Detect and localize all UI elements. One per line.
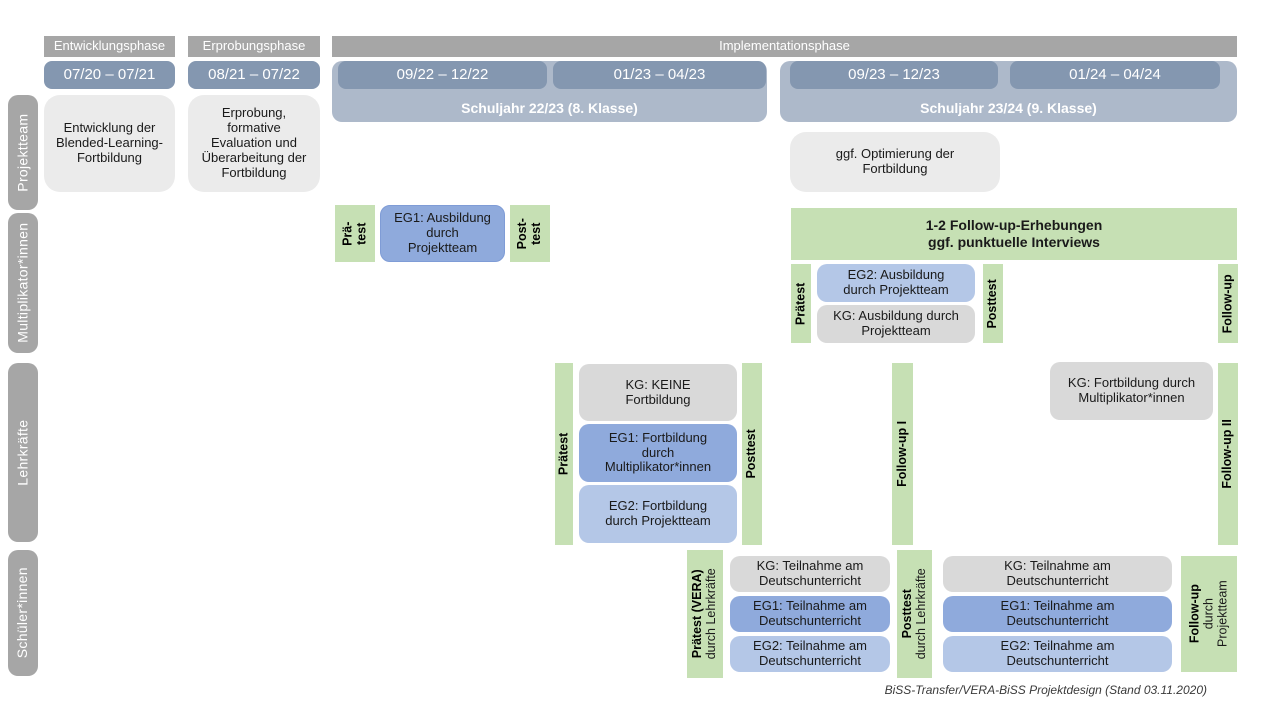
box-line: 1-2 Follow-up-Erhebungen <box>925 216 1103 233</box>
schueler-kg-box-1: KG: Teilnahme am Deutschunterricht <box>730 556 890 592</box>
sidebar-row-multiplikatoren: Multiplikator*innen <box>8 213 38 353</box>
schueler-posttest-strip: Posttest durch Lehrkräfte <box>897 550 932 678</box>
box-text: ggf. Optimierung der Fortbildung <box>835 146 955 176</box>
box-text: KG: KEINE Fortbildung <box>625 376 691 407</box>
box-text: EG2: Teilnahme am Deutschunterricht <box>753 638 867 668</box>
period-0123-0423: 01/23 – 04/23 <box>553 61 766 89</box>
schueler-eg1-box-1: EG1: Teilnahme am Deutschunterricht <box>730 596 890 632</box>
multiplikatoren-eg1-box: EG1: Ausbildung durch Projektteam <box>380 205 505 262</box>
sidebar-row-projektteam: Projektteam <box>8 95 38 210</box>
box-text: EG1: Ausbildung durch Projektteam <box>394 210 491 255</box>
period-label: 09/23 – 12/23 <box>848 66 940 84</box>
phase-label: Erprobungsphase <box>202 38 306 54</box>
period-0922-1222: 09/22 – 12/22 <box>338 61 547 89</box>
phase-label: Entwicklungsphase <box>53 38 166 54</box>
period-label: 08/21 – 07/22 <box>208 66 300 84</box>
multiplikatoren-kg-box: KG: Ausbildung durch Projektteam <box>817 305 975 343</box>
box-text: EG2: Fortbildung durch Projektteam <box>605 498 711 528</box>
strip-text: Post- test <box>515 218 544 249</box>
schueler-eg2-box-2: EG2: Teilnahme am Deutschunterricht <box>943 636 1172 672</box>
multiplikatoren-followup-strip: Follow-up <box>1218 264 1238 343</box>
strip-text: Follow-up II <box>1220 419 1235 489</box>
phase-bar-entwicklung: Entwicklungsphase <box>44 36 175 57</box>
diagram-caption: BiSS-Transfer/VERA-BiSS Projektdesign (S… <box>884 683 1207 697</box>
box-text: KG: Teilnahme am Deutschunterricht <box>1004 558 1111 588</box>
strip-text: Posttest durch Lehrkräfte <box>899 568 929 660</box>
lehrkraefte-eg1-box: EG1: Fortbildung durch Multiplikator*inn… <box>579 424 737 482</box>
sidebar-row-lehrkraefte: Lehrkräfte <box>8 363 38 542</box>
lehrkraefte-eg2-box: EG2: Fortbildung durch Projektteam <box>579 485 737 543</box>
strip-text: Prätest <box>556 432 571 476</box>
strip-text: Follow-up I <box>894 421 909 487</box>
strip-text: Posttest <box>744 429 759 479</box>
multiplikatoren-eg2-box: EG2: Ausbildung durch Projektteam <box>817 264 975 302</box>
schueler-eg1-box-2: EG1: Teilnahme am Deutschunterricht <box>943 596 1172 632</box>
box-text: KG: Fortbildung durch Multiplikator*inne… <box>1067 375 1196 405</box>
box-text: EG2: Ausbildung durch Projektteam <box>843 267 949 297</box>
period-0124-0424: 01/24 – 04/24 <box>1010 61 1220 89</box>
box-text: KG: Ausbildung durch Projektteam <box>833 308 959 338</box>
strip-text: Posttest <box>985 278 1000 329</box>
projektteam-trial-box: Erprobung, formative Evaluation und Über… <box>188 95 320 192</box>
box-text: EG2: Teilnahme am Deutschunterricht <box>1000 638 1115 668</box>
box-line: ggf. punktuelle Interviews <box>928 234 1100 250</box>
period-0720-0721: 07/20 – 07/21 <box>44 61 175 89</box>
box-text: KG: Teilnahme am Deutschunterricht <box>756 558 864 588</box>
multiplikatoren-praetest2-strip: Prätest <box>791 264 811 343</box>
schoolyear-label: Schuljahr 22/23 (8. Klasse) <box>461 100 638 116</box>
schueler-praetest-strip: Prätest (VERA) durch Lehrkräfte <box>687 550 723 678</box>
box-text: 1-2 Follow-up-Erhebungen ggf. punktuelle… <box>926 217 1103 252</box>
strip-line: Posttest <box>899 589 914 639</box>
period-label: 07/20 – 07/21 <box>63 66 156 84</box>
strip-text: Prätest (VERA) durch Lehrkräfte <box>690 568 719 660</box>
period-0821-0722: 08/21 – 07/22 <box>188 61 320 89</box>
period-label: 01/23 – 04/23 <box>613 66 706 84</box>
sidebar-row-schueler: Schüler*innen <box>8 550 38 676</box>
strip-text: Prätest <box>793 282 808 325</box>
phase-bar-erprobung: Erprobungsphase <box>188 36 320 57</box>
strip-line: test <box>353 222 368 245</box>
schueler-kg-box-2: KG: Teilnahme am Deutschunterricht <box>943 556 1172 592</box>
strip-line: durch <box>1201 598 1216 630</box>
lehrkraefte-kg-multiplikatoren-box: KG: Fortbildung durch Multiplikator*inne… <box>1050 362 1213 420</box>
strip-text: Prä- test <box>340 221 369 246</box>
lehrkraefte-followup2-strip: Follow-up II <box>1218 363 1238 545</box>
sidebar-row-label: Multiplikator*innen <box>14 222 31 344</box>
lehrkraefte-followup1-strip: Follow-up I <box>892 363 913 545</box>
multiplikatoren-posttest2-strip: Posttest <box>983 264 1003 343</box>
lehrkraefte-kg-box: KG: KEINE Fortbildung <box>579 364 737 421</box>
schueler-eg2-box-1: EG2: Teilnahme am Deutschunterricht <box>730 636 890 672</box>
sidebar-row-label: Lehrkräfte <box>14 419 31 486</box>
strip-line: durch Lehrkräfte <box>704 568 718 660</box>
strip-line: test <box>529 222 543 245</box>
schueler-followup-strip: Follow-up durch Projektteam <box>1181 556 1237 672</box>
projektteam-development-box: Entwicklung der Blended-Learning-Fortbil… <box>44 95 175 192</box>
sidebar-row-label: Projektteam <box>14 113 31 192</box>
multiplikatoren-praetest1-strip: Prä- test <box>335 205 375 262</box>
period-label: 01/24 – 04/24 <box>1069 66 1161 84</box>
period-0923-1223: 09/23 – 12/23 <box>790 61 998 89</box>
projektteam-optimization-box: ggf. Optimierung der Fortbildung <box>790 132 1000 192</box>
period-label: 09/22 – 12/22 <box>396 66 489 84</box>
box-text: EG1: Teilnahme am Deutschunterricht <box>753 598 867 628</box>
phase-label: Implementationsphase <box>719 38 850 54</box>
box-text: EG1: Teilnahme am Deutschunterricht <box>1000 598 1115 628</box>
box-text: Entwicklung der Blended-Learning-Fortbil… <box>56 120 163 165</box>
lehrkraefte-posttest-strip: Posttest <box>742 363 762 545</box>
strip-text: Follow-up <box>1220 273 1235 334</box>
strip-line: Follow-up <box>1187 584 1202 644</box>
strip-line: Projektteam <box>1214 580 1229 648</box>
box-text: EG1: Fortbildung durch Multiplikator*inn… <box>604 429 712 475</box>
multiplikatoren-followup-survey-box: 1-2 Follow-up-Erhebungen ggf. punktuelle… <box>791 208 1237 260</box>
lehrkraefte-praetest-strip: Prätest <box>555 363 573 545</box>
phase-bar-implementation: Implementationsphase <box>332 36 1237 57</box>
sidebar-row-label: Schüler*innen <box>14 567 31 659</box>
strip-text: Follow-up durch Projektteam <box>1187 580 1229 648</box>
box-text: Erprobung, formative Evaluation und Über… <box>201 105 307 180</box>
strip-line: Prä- <box>340 221 355 246</box>
strip-line: durch Lehrkräfte <box>913 568 928 660</box>
schoolyear-label: Schuljahr 23/24 (9. Klasse) <box>920 100 1097 116</box>
multiplikatoren-posttest1-strip: Post- test <box>510 205 550 262</box>
